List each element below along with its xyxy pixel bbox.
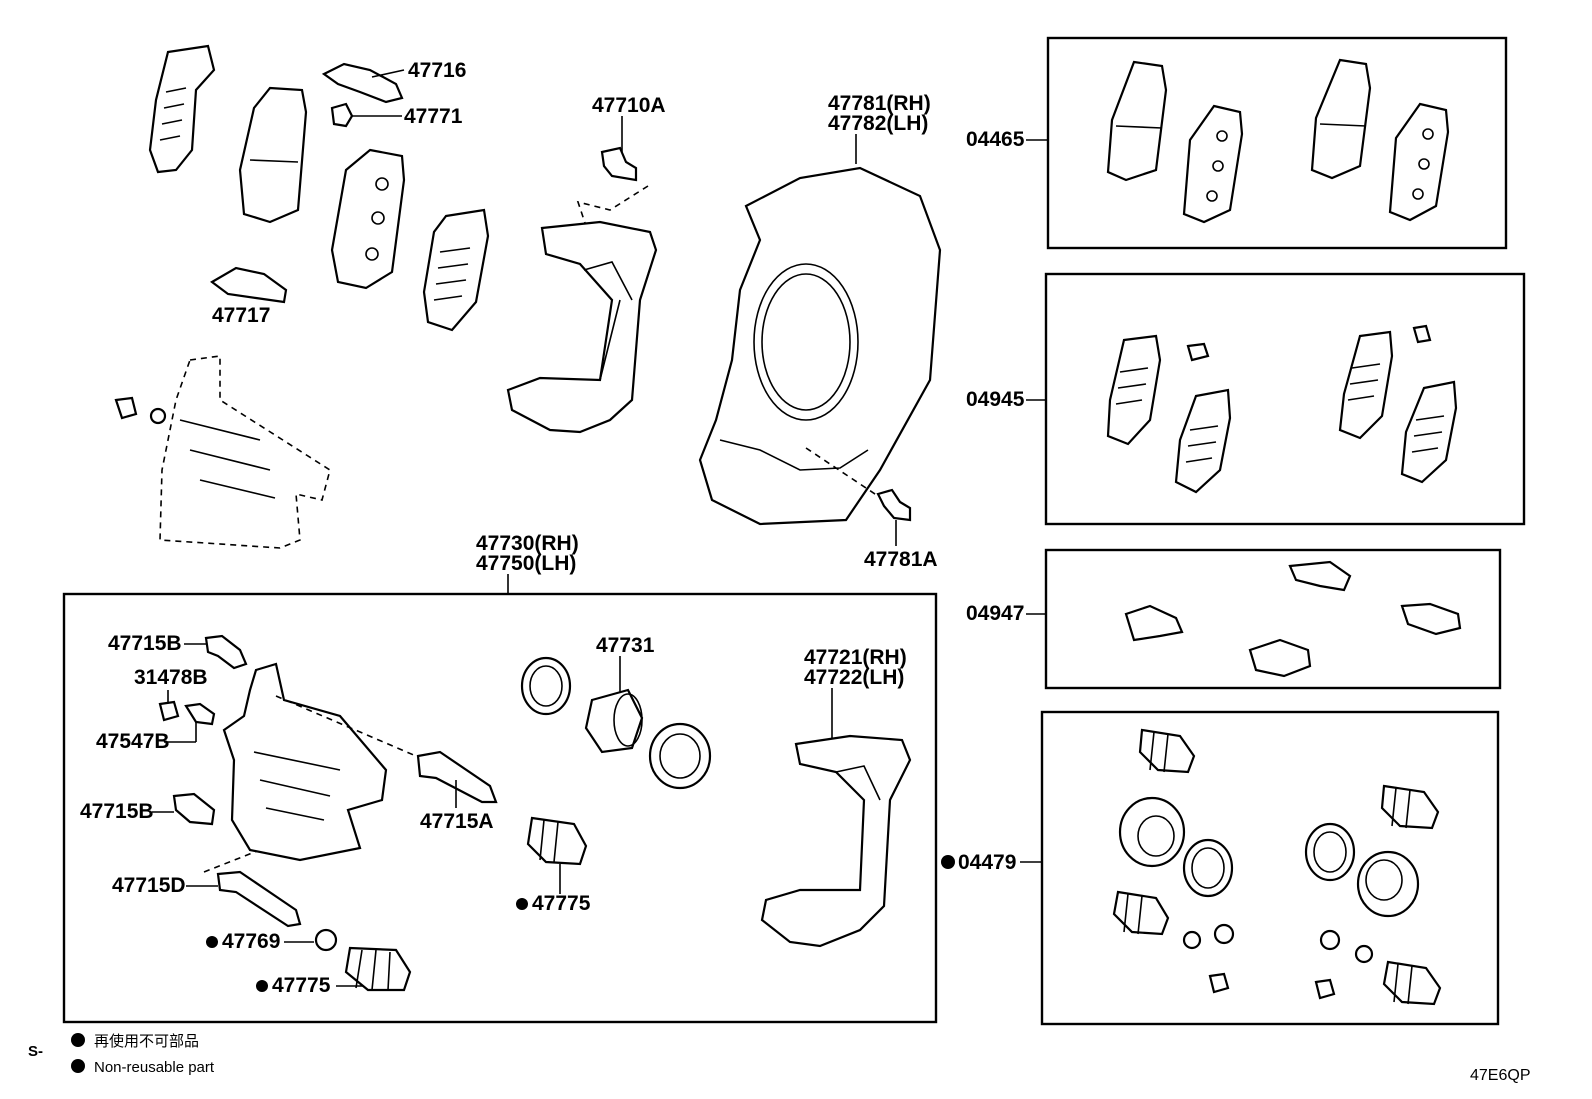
- slide-bushing: [314, 928, 338, 952]
- pad-support-plate-lower: [210, 266, 288, 304]
- disc-brake-dust-cover: [698, 166, 942, 526]
- cylinder-bolt: [172, 792, 216, 826]
- brake-cylinder-exploded: [114, 355, 331, 549]
- label-47781A: 47781A: [864, 548, 938, 571]
- label-47731: 47731: [596, 634, 655, 657]
- caliper-mounting-bracket-lower: [760, 734, 912, 948]
- label-04465: 04465: [966, 128, 1025, 151]
- label-47721-rh: 47721(RH): [804, 646, 907, 669]
- kit-shim-2: [1174, 388, 1232, 494]
- kit-support-plate-4: [1248, 638, 1312, 678]
- anti-squeal-shim-inner: [422, 208, 490, 332]
- label-47722-lh: 47722(LH): [804, 666, 904, 689]
- kit-pad-outer-1: [1106, 60, 1168, 182]
- label-47547B: 47547B: [96, 730, 170, 753]
- legend-prefix: S-: [28, 1043, 43, 1060]
- kit-pad-outer-2: [1310, 58, 1372, 180]
- legend-marker-en: [71, 1059, 85, 1073]
- kit-pad-inner-1: [1182, 104, 1244, 224]
- bleeder-plug: [204, 634, 248, 670]
- kit-box-04947: [1044, 548, 1502, 690]
- kit-box-04479: [1040, 710, 1500, 1026]
- kit-shim-4: [1400, 380, 1458, 484]
- label-47730-rh: 47730(RH): [476, 532, 579, 555]
- label-47775-mid: 47775: [532, 892, 591, 915]
- cylinder-piston: [584, 688, 644, 754]
- legend-text-en: Non-reusable part: [94, 1059, 215, 1076]
- kit-seal-set-parts: [1112, 728, 1442, 1006]
- slide-pin-upper: [416, 750, 498, 804]
- slide-bushing-boot-lower: [344, 946, 412, 992]
- kit-shim-1: [1106, 334, 1162, 446]
- label-47716: 47716: [408, 59, 466, 82]
- kit-clip-2: [1412, 324, 1432, 344]
- piston-boot: [648, 722, 712, 790]
- label-47750-lh: 47750(LH): [476, 552, 576, 575]
- caliper-mounting-bracket-upper: [506, 220, 658, 434]
- label-04479: 04479: [958, 851, 1016, 874]
- bleeder-screw: [184, 702, 216, 726]
- label-47781-rh: 47781(RH): [828, 92, 931, 115]
- brake-pad-inner: [330, 148, 406, 290]
- diagram-code: 47E6QP: [1470, 1067, 1530, 1084]
- label-47717: 47717: [212, 304, 270, 327]
- disc-brake-cylinder: [222, 662, 388, 862]
- anti-squeal-shim-outer: [148, 44, 216, 174]
- piston-seal-ring: [520, 656, 572, 716]
- kit-support-plate-3: [1400, 602, 1462, 636]
- kit-box-04945: [1044, 272, 1526, 526]
- dust-cover-bolt: [876, 488, 912, 522]
- nonreusable-marker-04479: [941, 855, 955, 869]
- label-47771: 47771: [404, 105, 463, 128]
- kit-support-plate-1: [1288, 560, 1352, 592]
- brake-pad-outer: [238, 86, 308, 224]
- label-47715B-top: 47715B: [108, 632, 182, 655]
- pad-wear-indicator: [330, 102, 354, 128]
- slide-bushing-boot-mid: [526, 816, 588, 866]
- pad-support-plate-upper: [321, 62, 404, 104]
- kit-shim-3: [1338, 330, 1394, 440]
- label-31478B: 31478B: [134, 666, 208, 689]
- label-47710A: 47710A: [592, 94, 666, 117]
- label-47769: 47769: [222, 930, 280, 953]
- label-04947: 04947: [966, 602, 1024, 625]
- kit-pad-inner-2: [1388, 102, 1450, 222]
- nonreusable-marker-47769: [206, 936, 218, 948]
- label-47715B-mid: 47715B: [80, 800, 154, 823]
- legend-marker-jp: [71, 1033, 85, 1047]
- label-47782-lh: 47782(LH): [828, 112, 928, 135]
- label-47775-bottom: 47775: [272, 974, 331, 997]
- kit-box-04465: [1046, 36, 1508, 250]
- legend-text-jp: 再使用不可部品: [94, 1033, 199, 1050]
- label-04945: 04945: [966, 388, 1025, 411]
- label-47715D: 47715D: [112, 874, 186, 897]
- mounting-bolt: [600, 146, 638, 182]
- cylinder-assembly-box: [62, 592, 938, 1024]
- slide-pin-lower: [216, 870, 302, 928]
- nonreusable-marker-47775-mid: [516, 898, 528, 910]
- kit-clip-1: [1186, 342, 1210, 362]
- label-47715A: 47715A: [420, 810, 494, 833]
- bleeder-cap: [158, 700, 180, 722]
- kit-support-plate-2: [1124, 604, 1184, 642]
- nonreusable-marker-47775-bottom: [256, 980, 268, 992]
